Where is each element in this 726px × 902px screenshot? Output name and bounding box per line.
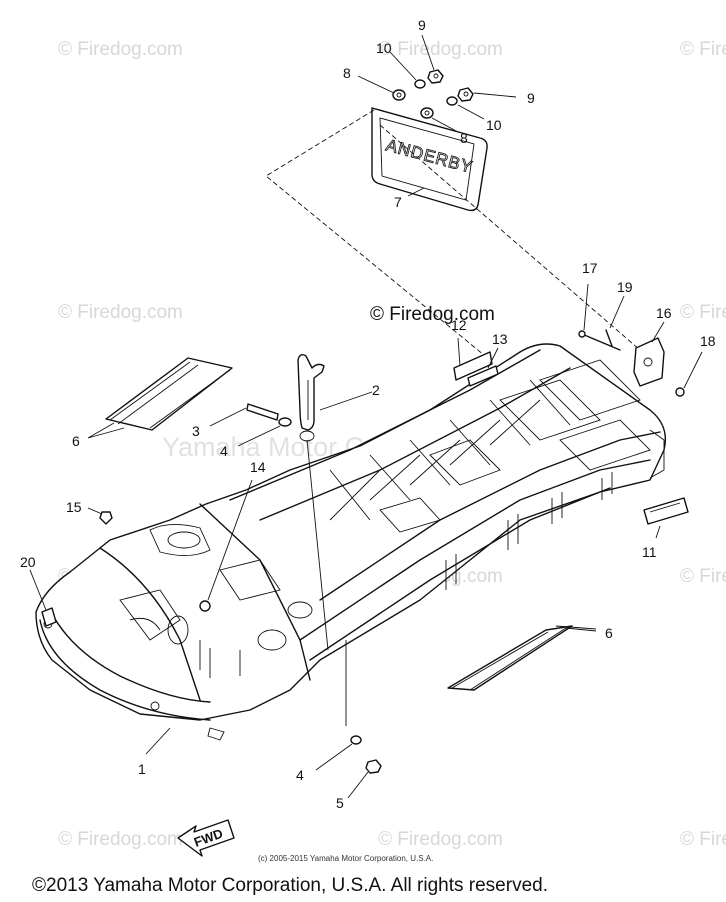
nut-9 xyxy=(427,69,444,84)
decal-11 xyxy=(643,497,689,539)
callout-11: 11 xyxy=(642,544,657,560)
chassis-frame xyxy=(35,343,667,741)
callout-6: 6 xyxy=(605,625,613,641)
callout-9: 9 xyxy=(418,17,426,33)
washer-8 xyxy=(420,107,434,119)
callout-6: 6 xyxy=(72,433,80,449)
washer-10 xyxy=(446,96,458,106)
step-rail-right xyxy=(447,625,597,691)
washer-10 xyxy=(414,79,426,89)
callout-20: 20 xyxy=(20,554,36,570)
callout-7: 7 xyxy=(394,194,402,210)
watermark-site: © Firedog.com xyxy=(378,39,503,60)
watermark-site: © Firedog.com xyxy=(680,829,726,850)
footer-copyright: ©2013 Yamaha Motor Corporation, U.S.A. A… xyxy=(32,875,548,896)
watermark-site: © Firedog.com xyxy=(58,829,183,850)
watermark-site: © Firedog.com xyxy=(378,829,503,850)
stand-bracket xyxy=(297,353,373,651)
callout-17: 17 xyxy=(582,260,598,276)
hitch-bracket-16 xyxy=(633,321,665,387)
watermark-site-prominent: © Firedog.com xyxy=(370,304,495,325)
watermark-site: © Firedog.com xyxy=(680,39,726,60)
callout-19: 19 xyxy=(617,279,633,295)
clip-19 xyxy=(605,295,625,347)
watermark-site: © Firedog.com xyxy=(680,566,726,587)
callout-14: 14 xyxy=(250,459,266,475)
hitch-pin-17 xyxy=(578,283,621,351)
bracket-20 xyxy=(29,569,57,627)
watermark-site: © Firedog.com xyxy=(58,302,183,323)
callout-layer: 1 2 3 4 4 5 6 6 7 8 8 9 9 10 10 11 12 13… xyxy=(20,17,716,811)
fine-print: (c) 2005-2015 Yamaha Motor Corporation, … xyxy=(258,854,433,863)
license-plate xyxy=(371,107,488,212)
callout-4: 4 xyxy=(296,767,304,783)
watermark-site: © Firedog.com xyxy=(680,302,726,323)
callout-8: 8 xyxy=(343,65,351,81)
callout-3: 3 xyxy=(192,423,200,439)
callout-16: 16 xyxy=(656,305,672,321)
fwd-arrow: FWD xyxy=(177,819,235,857)
watermark-site: © Firedog.com xyxy=(58,39,183,60)
callout-1: 1 xyxy=(138,761,146,777)
washer-4-upper xyxy=(237,417,292,447)
callout-13: 13 xyxy=(492,331,508,347)
license-plate-group: ANDERBY xyxy=(265,34,641,361)
callout-2: 2 xyxy=(372,382,380,398)
callout-15: 15 xyxy=(66,499,82,515)
callout-18: 18 xyxy=(700,333,716,349)
callout-9: 9 xyxy=(527,90,535,106)
nut-5 xyxy=(347,759,382,799)
washer-4-lower xyxy=(315,735,362,771)
washer-8 xyxy=(392,89,406,101)
decal-13 xyxy=(467,347,499,387)
callout-8: 8 xyxy=(460,130,468,146)
screw-15 xyxy=(87,507,113,525)
nut-9 xyxy=(457,87,474,102)
chassis-leader-line xyxy=(145,727,171,755)
callout-12: 12 xyxy=(451,317,467,333)
nut-18 xyxy=(675,351,703,397)
callout-4: 4 xyxy=(220,443,228,459)
callout-10: 10 xyxy=(486,117,502,133)
callout-10: 10 xyxy=(376,40,392,56)
bolt-3 xyxy=(209,403,279,427)
decal-12 xyxy=(453,337,493,381)
step-rail-left xyxy=(87,357,233,439)
callout-5: 5 xyxy=(336,795,344,811)
plug-14 xyxy=(199,479,253,612)
